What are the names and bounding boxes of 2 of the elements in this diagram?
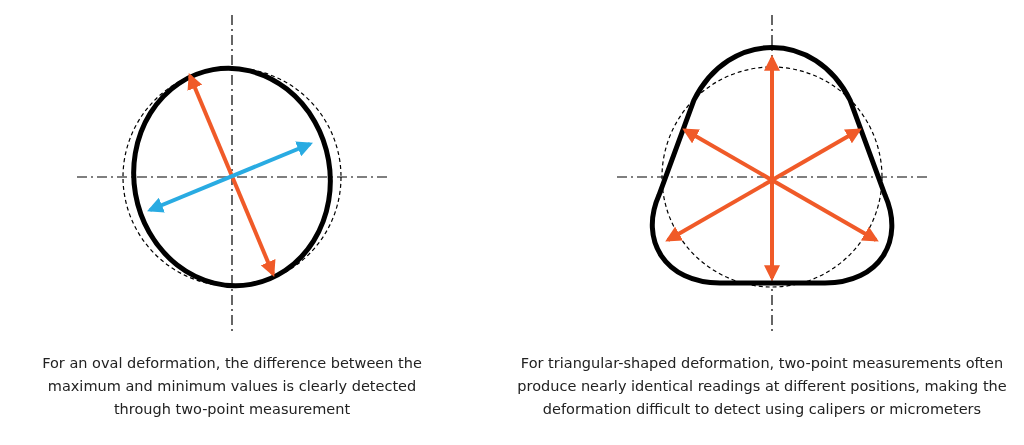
caption-text: For an oval deformation, the difference between the maximum and minimum values is clearly detected through two-point measurement <box>41 354 423 419</box>
caption-text: For triangular-shaped deformation, two-point measurements often produce nearly identical readings at different positions, making the deformation difficult to detect using calipers or micrometers <box>516 354 1008 419</box>
